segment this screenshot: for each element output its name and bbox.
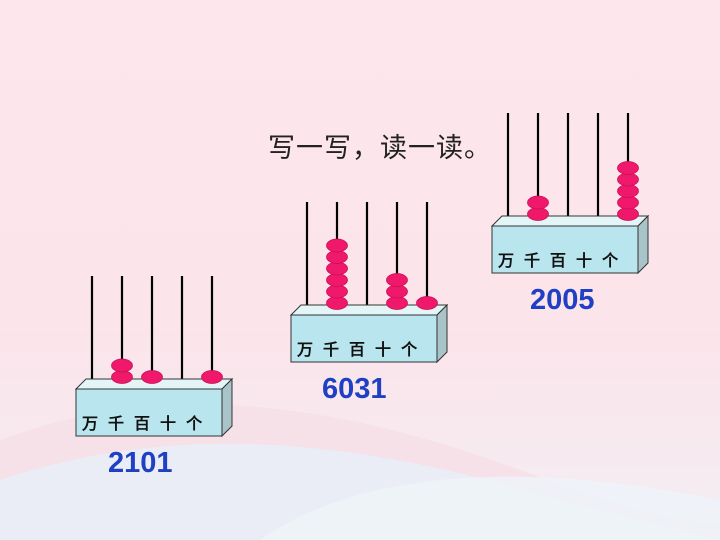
bead-qian-2 — [111, 358, 133, 373]
bead-ge-1 — [617, 207, 639, 221]
label-wan: 万 — [82, 414, 99, 433]
abacus-2: 万 千 百 十 个 — [285, 196, 455, 366]
abacus-3: 万 千 百 十 个 — [486, 107, 656, 277]
abacus-2-graphic — [289, 202, 449, 364]
bead-qian-6 — [326, 238, 348, 253]
bead-bai-1 — [141, 370, 163, 384]
label-shi: 十 — [375, 340, 392, 359]
bead-ge-1 — [201, 370, 223, 384]
label-qian: 千 — [323, 340, 340, 359]
label-ge: 个 — [186, 414, 203, 433]
bead-shi-1 — [386, 296, 408, 310]
label-bai: 百 — [134, 414, 151, 433]
box-front-face — [290, 314, 438, 363]
abacus-2-number: 6031 — [322, 373, 387, 405]
box-side-face — [221, 377, 233, 438]
bead-qian-1 — [527, 207, 549, 221]
bead-qian-2 — [326, 284, 348, 299]
label-ge: 个 — [602, 251, 619, 270]
box-front-face — [75, 388, 223, 437]
label-bai: 百 — [550, 251, 567, 270]
box-side-face — [637, 214, 649, 275]
bead-qian-2 — [527, 195, 549, 210]
label-shi: 十 — [576, 251, 593, 270]
bead-shi-3 — [386, 273, 408, 287]
abacus-3-graphic — [490, 113, 650, 275]
abacus-1-graphic — [74, 276, 234, 438]
box-front-face — [491, 225, 639, 274]
label-wan: 万 — [297, 340, 314, 359]
label-shi: 十 — [160, 414, 177, 433]
abacus-1-number: 2101 — [108, 447, 173, 479]
bead-qian-3 — [326, 273, 348, 287]
bead-shi-2 — [386, 284, 408, 299]
label-ge: 个 — [401, 340, 418, 359]
bead-ge-2 — [617, 195, 639, 210]
bead-ge-5 — [617, 161, 639, 175]
abacus-3-place-labels: 万 千 百 十 个 — [498, 247, 618, 271]
label-wan: 万 — [498, 251, 515, 270]
label-qian: 千 — [108, 414, 125, 433]
label-qian: 千 — [524, 251, 541, 270]
bead-qian-4 — [326, 261, 348, 276]
abacus-1: 万 千 百 十 个 — [70, 270, 240, 440]
abacus-2-place-labels: 万 千 百 十 个 — [297, 336, 417, 360]
bead-ge-4 — [617, 172, 639, 187]
bead-qian-5 — [326, 250, 348, 264]
label-bai: 百 — [349, 340, 366, 359]
page-title: 写一写，读一读。 — [268, 133, 492, 164]
bead-qian-1 — [326, 296, 348, 310]
bead-ge-1 — [416, 296, 438, 310]
box-side-face — [436, 303, 448, 364]
abacus-1-place-labels: 万 千 百 十 个 — [82, 410, 202, 434]
bead-qian-1 — [111, 370, 133, 384]
bead-ge-3 — [617, 184, 639, 198]
abacus-3-number: 2005 — [530, 284, 595, 316]
